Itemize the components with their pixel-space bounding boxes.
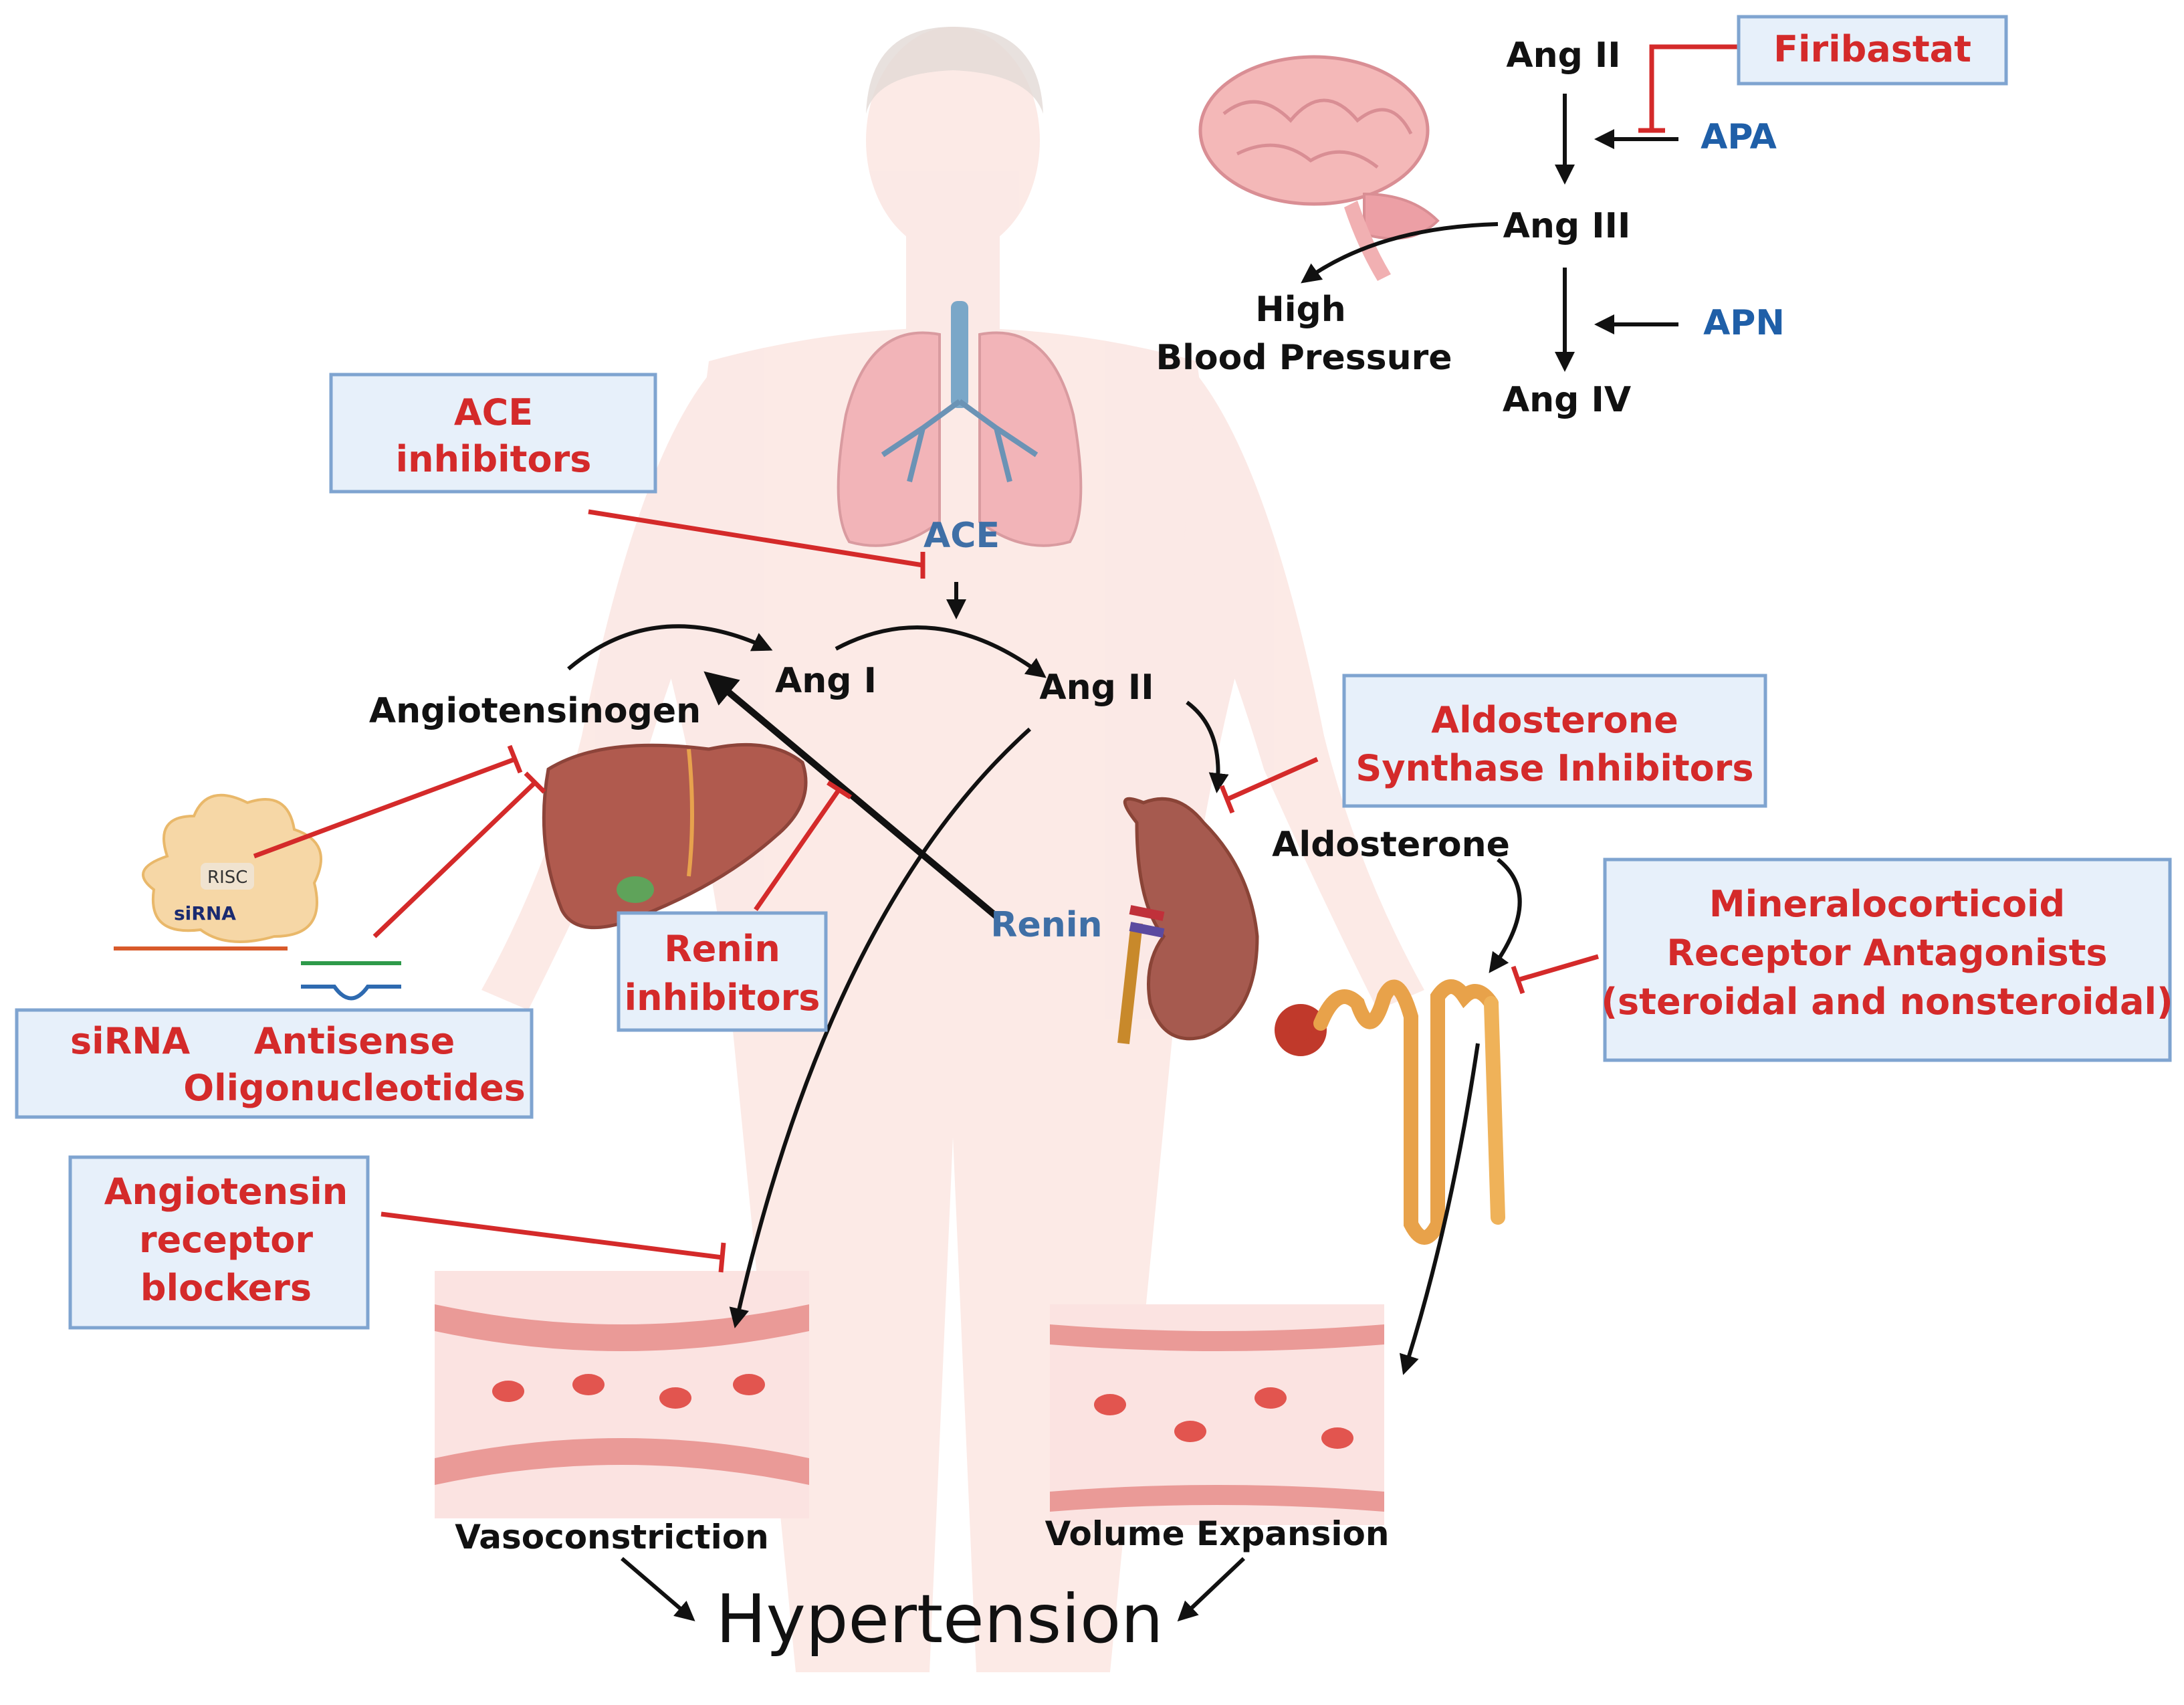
firibastat-label: Firibastat xyxy=(1773,28,1971,70)
vessel-volume-expansion xyxy=(1050,1304,1384,1525)
risc-label: RISC xyxy=(207,868,247,888)
ace-inhibitors-line1: ACE xyxy=(454,391,533,433)
antisense-line2: Oligonucleotides xyxy=(183,1067,526,1109)
volume-expansion-label: Volume Expansion xyxy=(1045,1514,1390,1553)
renin-inhibitors-line2: inhibitors xyxy=(625,977,821,1019)
aldosterone-synthase-line1: Aldosterone xyxy=(1431,699,1678,741)
mra-line1: Mineralocorticoid xyxy=(1709,883,2065,925)
kidney-illustration xyxy=(1117,797,1259,1044)
sirna-antisense-box: siRNA Antisense Oligonucleotides xyxy=(15,1008,534,1119)
brain-ang4-label: Ang IV xyxy=(1503,380,1631,420)
apa-label: APA xyxy=(1701,117,1777,157)
vasoconstriction-label: Vasoconstriction xyxy=(455,1518,768,1557)
pathway-arrows xyxy=(567,94,1678,1622)
mra-line3: (steroidal and nonsteroidal) xyxy=(1601,981,2173,1023)
high-bp-line1: High xyxy=(1255,290,1346,330)
arb-box: Angiotensin receptor blockers xyxy=(68,1155,370,1330)
sirna-label: siRNA xyxy=(70,1020,190,1062)
ace-label: ACE xyxy=(923,516,1000,556)
apn-label: APN xyxy=(1703,303,1785,343)
ace-inhibitors-line2: inhibitors xyxy=(396,438,592,480)
renin-label: Renin xyxy=(990,905,1102,945)
ace-inhibitors-box: ACE inhibitors xyxy=(329,373,657,494)
renin-inhibitors-line1: Renin xyxy=(664,928,780,970)
aldosterone-label: Aldosterone xyxy=(1272,825,1510,865)
ang1-label: Ang I xyxy=(775,661,877,701)
brain-ang2-label: Ang II xyxy=(1506,35,1620,76)
risc-sirna-label: siRNA xyxy=(174,902,236,924)
arb-line2: receptor xyxy=(139,1219,313,1261)
vessel-vasoconstriction xyxy=(435,1271,809,1518)
nephron-illustration xyxy=(1275,979,1505,1245)
arb-line1: Angiotensin xyxy=(104,1171,348,1213)
aldosterone-synthase-box: Aldosterone Synthase Inhibitors xyxy=(1342,674,1767,808)
brain-ang3-label: Ang III xyxy=(1503,206,1631,246)
lungs-illustration xyxy=(837,301,1083,547)
aldosterone-synthase-line2: Synthase Inhibitors xyxy=(1355,747,1753,789)
mra-box: Mineralocorticoid Receptor Antagonists (… xyxy=(1601,858,2173,1062)
risc-complex-illustration: RISC siRNA xyxy=(114,793,322,950)
hypertension-label: Hypertension xyxy=(716,1580,1163,1658)
angiotensinogen-label: Angiotensinogen xyxy=(369,691,701,731)
antisense-oligo-illustration xyxy=(301,961,401,1001)
antisense-line1: Antisense xyxy=(254,1020,455,1062)
arb-line3: blockers xyxy=(140,1267,312,1309)
head-hair xyxy=(866,27,1043,114)
firibastat-box: Firibastat xyxy=(1737,15,2008,86)
high-bp-line2: Blood Pressure xyxy=(1156,338,1452,378)
renin-inhibitors-box: Renin inhibitors xyxy=(617,911,828,1032)
mra-line2: Receptor Antagonists xyxy=(1666,932,2107,974)
brain-illustration xyxy=(1198,55,1440,281)
ang2-label: Ang II xyxy=(1039,668,1154,708)
liver-illustration xyxy=(542,742,808,930)
inhibition-lines xyxy=(253,44,1739,1273)
